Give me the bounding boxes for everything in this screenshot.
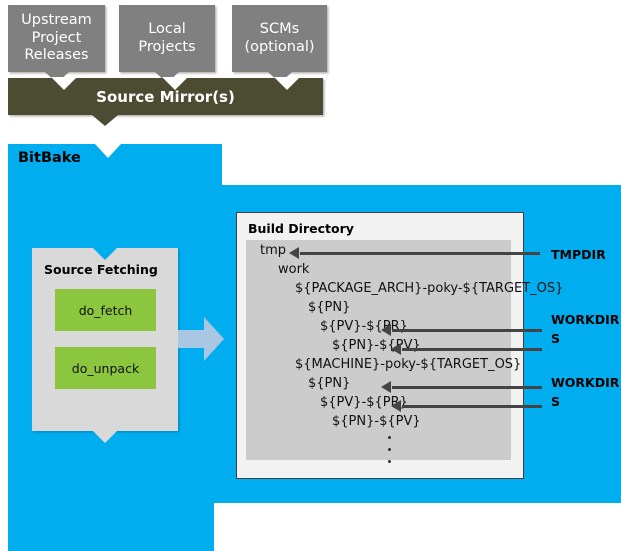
tree-item-pn-2: ${PN} — [308, 376, 351, 391]
source-mirror-label: Source Mirror(s) — [96, 87, 235, 106]
annotation-arrowhead-tmpdir — [289, 247, 299, 259]
annotation-arrowhead-s-2 — [391, 400, 401, 412]
annotation-line-workdir-1 — [392, 329, 542, 332]
tree-item-pv-pr-2: ${PV}-${PR} — [320, 395, 408, 410]
tree-item-tmp: tmp — [260, 243, 287, 258]
mirror-inlet-notch-3 — [274, 77, 300, 90]
tree-item-work: work — [278, 262, 310, 277]
source-box-local-projects: Local Projects — [119, 5, 215, 83]
annotation-arrowhead-s-1 — [391, 343, 401, 355]
ellipsis-dot — [388, 436, 391, 439]
annotation-line-tmpdir — [300, 252, 540, 255]
source-box-line: Releases — [24, 47, 89, 64]
source-mirror-bar: Source Mirror(s) — [8, 77, 323, 126]
source-box-scms-optional: SCMs (optional) — [232, 5, 327, 83]
source-box-upstream-project-releases: Upstream Project Releases — [8, 5, 105, 83]
annotation-label-workdir-1: WORKDIR — [551, 312, 620, 327]
tree-item-machine: ${MACHINE}-poky-${TARGET_OS} — [295, 357, 522, 372]
build-directory-title: Build Directory — [248, 221, 354, 236]
annotation-label-s-1: S — [551, 331, 561, 346]
source-box-line: Project — [31, 29, 82, 46]
mirror-output-arrow-icon — [92, 115, 118, 126]
annotation-line-workdir-2 — [392, 386, 542, 389]
annotation-line-s-1 — [402, 348, 542, 351]
tree-item-pn-pv-1: ${PN}-${PV} — [332, 338, 421, 353]
tree-item-pn-pv-2: ${PN}-${PV} — [332, 414, 421, 429]
annotation-label-s-2: S — [551, 394, 561, 409]
mirror-inlet-notch-1 — [51, 77, 77, 90]
panel-output-arrow-icon — [93, 431, 117, 443]
source-box-line: SCMs — [259, 20, 300, 37]
annotation-label-tmpdir: TMPDIR — [551, 247, 606, 262]
mirror-inlet-notch-2 — [162, 77, 188, 90]
source-fetching-title: Source Fetching — [44, 262, 158, 277]
source-fetching-panel: Source Fetching do_fetch do_unpack — [32, 248, 178, 443]
tree-item-pn-1: ${PN} — [308, 300, 351, 315]
annotation-label-workdir-2: WORKDIR — [551, 375, 620, 390]
directory-tree: tmp work ${PACKAGE_ARCH}-poky-${TARGET_O… — [246, 240, 563, 463]
task-box-do-unpack[interactable]: do_unpack — [55, 347, 156, 389]
task-label: do_fetch — [78, 302, 133, 318]
build-directory-panel: Build Directory tmp work ${PACKAGE_ARCH}… — [236, 212, 563, 479]
ellipsis-dot — [388, 460, 391, 463]
annotation-line-s-2 — [402, 405, 542, 408]
panel-inlet-notch-icon — [93, 248, 117, 260]
task-label: do_unpack — [71, 360, 140, 376]
annotation-arrowhead-workdir-1 — [381, 324, 391, 336]
source-box-line: (optional) — [244, 38, 315, 55]
tree-item-pv-pr-1: ${PV}-${PR} — [320, 319, 408, 334]
bitbake-title: BitBake — [18, 150, 81, 166]
task-box-do-fetch[interactable]: do_fetch — [55, 289, 156, 331]
ellipsis-dot — [388, 448, 391, 451]
annotation-arrowhead-workdir-2 — [381, 381, 391, 393]
source-box-line: Local — [148, 20, 186, 37]
source-box-line: Upstream — [21, 11, 92, 28]
source-box-line: Projects — [138, 38, 196, 55]
tree-item-package-arch: ${PACKAGE_ARCH}-poky-${TARGET_OS} — [295, 281, 564, 296]
